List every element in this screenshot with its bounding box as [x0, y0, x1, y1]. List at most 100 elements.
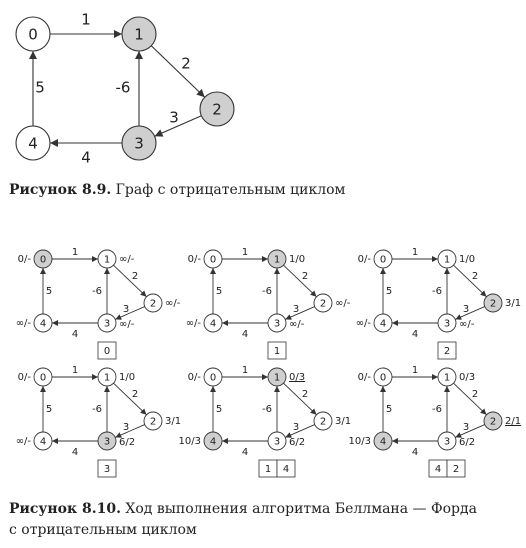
edge-weight-4-0: 5 — [386, 404, 392, 415]
node-4 — [203, 313, 223, 333]
step-label: 4 — [283, 464, 289, 475]
edge-weight-3-4: 4 — [72, 329, 78, 340]
edge-1-2 — [453, 264, 487, 298]
edge-weight-4-0: 5 — [46, 404, 52, 415]
edge-2-3 — [154, 115, 202, 137]
edge-weight-2-3: 3 — [463, 304, 469, 315]
node-0 — [33, 249, 53, 269]
node-label-2: 2 — [150, 417, 156, 428]
distance-label-0: 0/- — [358, 372, 372, 383]
node-0 — [203, 367, 223, 387]
node-1 — [437, 367, 457, 387]
distance-label-4: ∞/- — [186, 318, 202, 329]
edge-weight-3-1: -6 — [262, 404, 272, 415]
edge-weight-3-1: -6 — [116, 79, 131, 97]
node-label-0: 0 — [210, 373, 216, 384]
node-1 — [97, 367, 117, 387]
figure-8-10-caption-line1: Ход выполнения алгоритма Беллмана — Форд… — [120, 501, 477, 517]
distance-label-3: ∞/- — [459, 319, 475, 330]
edge-weight-1-2: 2 — [302, 271, 308, 282]
edge-weight-4-0: 5 — [35, 79, 45, 97]
node-label-2: 2 — [320, 417, 326, 428]
edge-2-3 — [455, 306, 485, 320]
edge-1-2 — [113, 382, 147, 416]
distance-label-1: 0/3 — [289, 372, 305, 383]
distance-label-2: 2/1 — [505, 416, 521, 427]
step-label: 0 — [104, 346, 110, 357]
edge-weight-4-0: 5 — [216, 404, 222, 415]
node-1 — [267, 367, 287, 387]
node-label-1: 1 — [444, 255, 450, 266]
node-3 — [97, 431, 117, 451]
node-1 — [267, 249, 287, 269]
edge-weight-0-1: 1 — [242, 247, 248, 258]
edge-weight-3-1: -6 — [432, 404, 442, 415]
node-2 — [143, 411, 163, 431]
distance-label-0: 0/- — [188, 254, 202, 265]
distance-label-1: ∞/- — [119, 254, 135, 265]
edge-weight-2-3: 3 — [463, 422, 469, 433]
edge-weight-0-1: 1 — [72, 247, 78, 258]
step-box — [97, 341, 117, 360]
node-label-2: 2 — [490, 299, 496, 310]
step-box — [446, 459, 466, 478]
step-label: 1 — [274, 346, 280, 357]
node-label-2: 2 — [212, 101, 222, 119]
node-3 — [267, 431, 287, 451]
figure-8-10-caption: Рисунок 8.10. Ход выполнения алгоритма Б… — [9, 499, 489, 541]
node-label-3: 3 — [274, 437, 280, 448]
figure-8-10-caption-line2: с отрицательным циклом — [9, 522, 197, 538]
distance-label-3: ∞/- — [119, 319, 135, 330]
distance-label-3: 6/2 — [289, 437, 305, 448]
node-4 — [33, 431, 53, 451]
edge-1-2 — [453, 382, 487, 416]
node-label-3: 3 — [444, 319, 450, 330]
edge-weight-0-1: 1 — [412, 365, 418, 376]
node-2 — [483, 293, 503, 313]
step-label: 4 — [435, 464, 441, 475]
node-1 — [121, 16, 157, 52]
edge-weight-1-2: 2 — [302, 389, 308, 400]
edge-weight-0-1: 1 — [81, 11, 91, 29]
node-2 — [313, 411, 333, 431]
distance-label-0: 0/- — [18, 254, 32, 265]
distance-label-0: 0/- — [358, 254, 372, 265]
node-label-0: 0 — [28, 26, 38, 44]
distance-label-4: ∞/- — [16, 318, 32, 329]
edge-weight-4-0: 5 — [216, 286, 222, 297]
node-2 — [483, 411, 503, 431]
node-label-4: 4 — [40, 437, 46, 448]
distance-label-1: 0/3 — [459, 372, 475, 383]
edge-weight-3-1: -6 — [92, 286, 102, 297]
edge-weight-3-1: -6 — [432, 286, 442, 297]
distance-label-2: 3/1 — [335, 416, 351, 427]
node-label-1: 1 — [104, 255, 110, 266]
node-3 — [267, 313, 287, 333]
edge-1-2 — [113, 264, 147, 298]
distance-label-1: 1/0 — [289, 254, 305, 265]
node-3 — [121, 125, 157, 161]
distance-label-0: 0/- — [18, 372, 32, 383]
edge-weight-1-2: 2 — [472, 389, 478, 400]
node-0 — [203, 249, 223, 269]
node-label-0: 0 — [40, 373, 46, 384]
node-label-4: 4 — [380, 437, 386, 448]
node-2 — [143, 293, 163, 313]
step-box — [276, 459, 296, 478]
distance-label-3: 6/2 — [459, 437, 475, 448]
edge-weight-3-4: 4 — [412, 329, 418, 340]
distance-label-1: 1/0 — [119, 372, 135, 383]
node-0 — [373, 367, 393, 387]
node-label-0: 0 — [40, 255, 46, 266]
edge-weight-4-0: 5 — [386, 286, 392, 297]
edge-weight-3-4: 4 — [72, 447, 78, 458]
edge-2-3 — [285, 424, 315, 438]
node-4 — [373, 313, 393, 333]
node-0 — [15, 16, 51, 52]
node-4 — [203, 431, 223, 451]
edge-weight-2-3: 3 — [123, 304, 129, 315]
